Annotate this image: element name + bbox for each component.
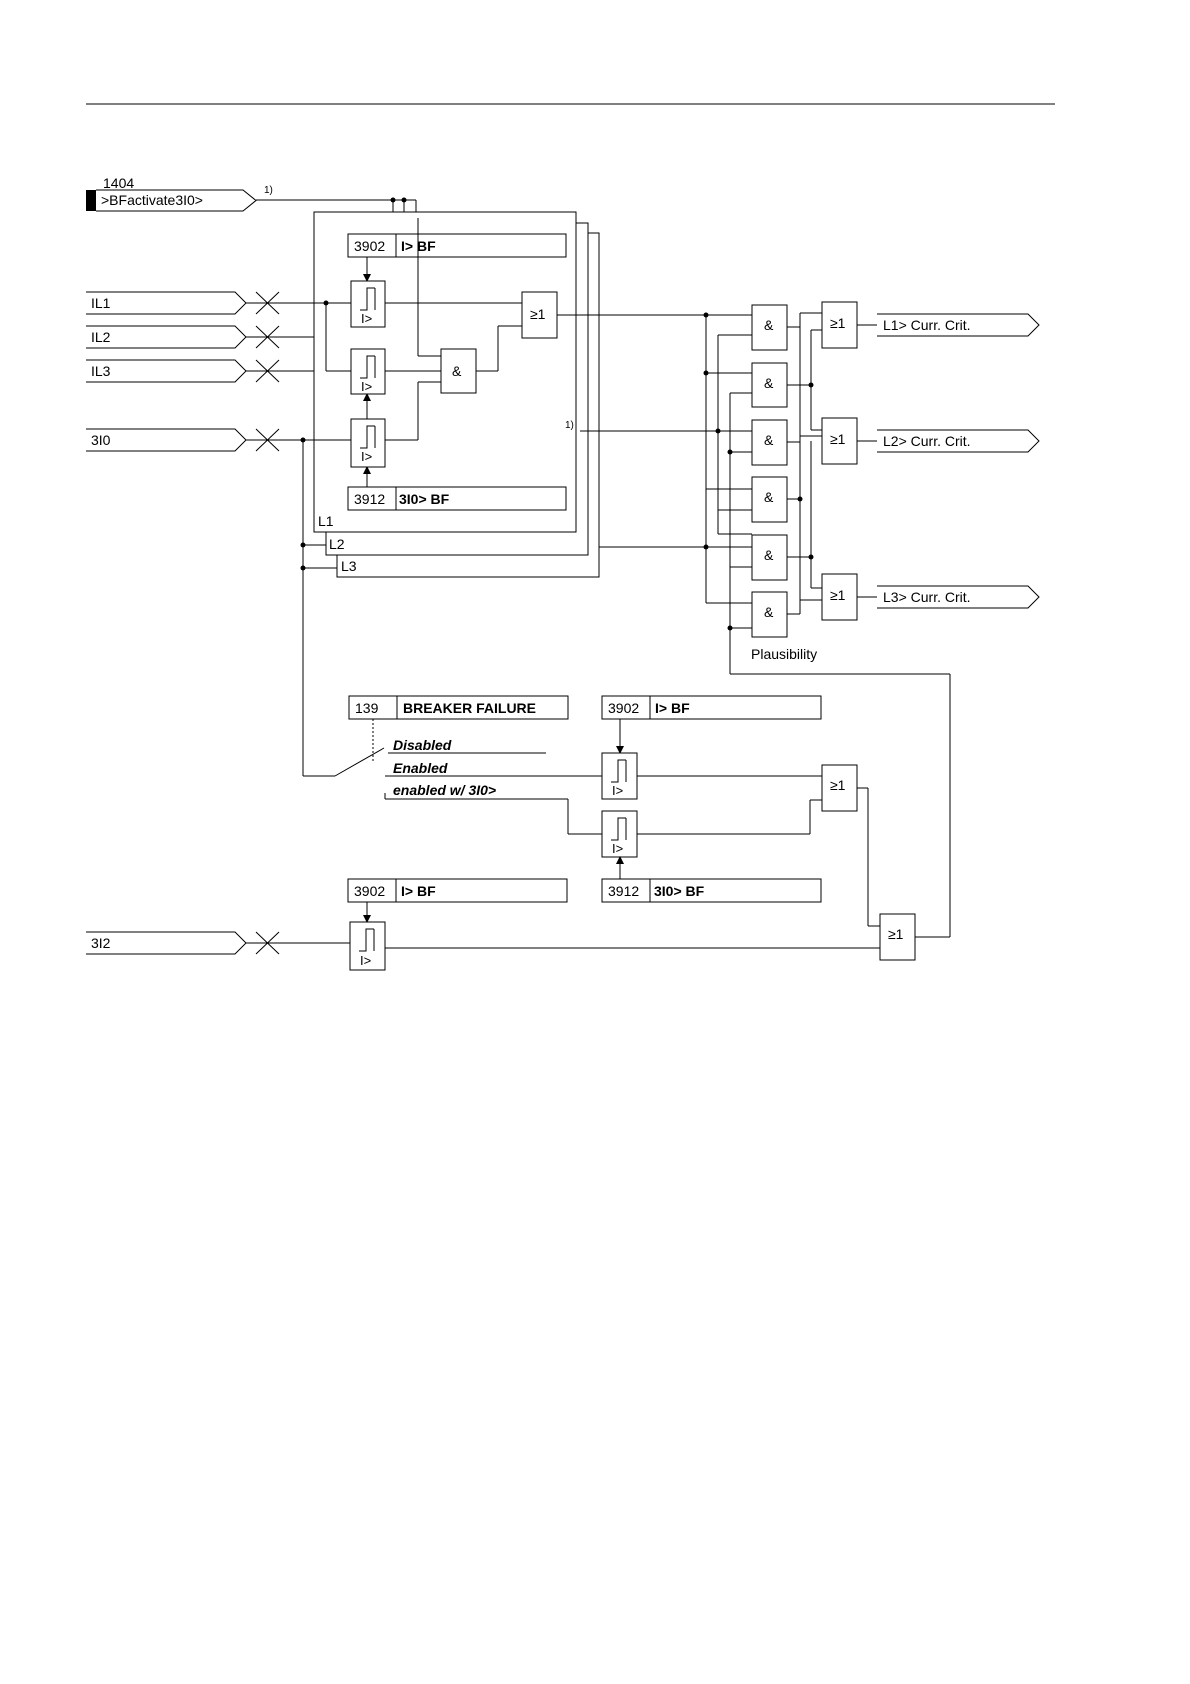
and-gate-plausibility: & [752,420,787,465]
svg-text:139: 139 [355,700,379,716]
param-i-bf-lower: 3902 I> BF [348,879,567,902]
svg-text:≥1: ≥1 [830,431,846,447]
and-gate-plausibility: & [752,305,787,350]
plausibility-label: Plausibility [751,646,817,662]
phase-label-l1: L1 [318,513,334,529]
output-l1-curr-crit: L1> Curr. Crit. [877,314,1039,336]
svg-text:3902: 3902 [354,238,385,254]
svg-text:3I0> BF: 3I0> BF [654,883,705,899]
svg-text:IL3: IL3 [91,363,111,379]
svg-text:&: & [764,375,774,391]
and-gate-3i0: & [441,349,476,393]
svg-text:&: & [452,363,462,379]
svg-text:≥1: ≥1 [830,315,846,331]
svg-text:3902: 3902 [608,700,639,716]
svg-text:≥1: ≥1 [530,306,546,322]
svg-text:I>: I> [360,953,371,968]
switch-option-enabled-w-3i0: enabled w/ 3I0> [393,782,496,798]
svg-text:I> BF: I> BF [655,700,690,716]
svg-text:3912: 3912 [354,491,385,507]
svg-text:≥1: ≥1 [830,587,846,603]
svg-text:3I2: 3I2 [91,935,111,951]
svg-text:I> BF: I> BF [401,883,436,899]
input-il2: IL2 [86,326,314,348]
param-i-bf-mid: 3902 I> BF [602,696,821,719]
param-i0-bf-lower: 3912 3I0> BF [602,879,821,902]
svg-text:&: & [764,604,774,620]
input-il1: IL1 [86,292,351,314]
svg-text:I> BF: I> BF [401,238,436,254]
phase-label-l2: L2 [329,536,345,552]
svg-text:3912: 3912 [608,883,639,899]
svg-text:L1> Curr. Crit.: L1> Curr. Crit. [883,317,971,333]
or-gate-l3: ≥1 [822,574,857,620]
param-i0-bf-top: 3912 3I0> BF [348,487,566,510]
svg-text:&: & [764,432,774,448]
svg-text:I>: I> [361,379,372,394]
svg-text:I>: I> [612,783,623,798]
output-l3-curr-crit: L3> Curr. Crit. [877,586,1039,608]
svg-text:IL2: IL2 [91,329,111,345]
input-il3: IL3 [86,360,314,382]
svg-text:3I0: 3I0 [91,432,111,448]
binary-input-number: 1404 [103,175,134,191]
or-gate-phase: ≥1 [522,292,557,338]
svg-text:IL1: IL1 [91,295,111,311]
svg-text:BREAKER FAILURE: BREAKER FAILURE [403,700,536,716]
phase-label-l3: L3 [341,558,357,574]
input-3i2: 3I2 [86,932,351,954]
and-gate-plausibility: & [752,535,787,580]
switch-option-enabled: Enabled [393,760,448,776]
svg-text:≥1: ≥1 [830,777,846,793]
or-gate-enable: ≥1 [822,765,857,811]
svg-text:L3> Curr. Crit.: L3> Curr. Crit. [883,589,971,605]
svg-text:≥1: ≥1 [888,926,904,942]
threshold-block-enabled: I> [602,753,637,799]
or-gate-final: ≥1 [880,914,915,960]
threshold-block-phase: I> [351,281,385,327]
and-gate-plausibility: & [752,592,787,637]
switch-option-disabled: Disabled [393,737,452,753]
or-gate-l2: ≥1 [822,418,857,464]
switch-options: Disabled Enabled enabled w/ 3I0> [385,737,602,799]
threshold-block-3i0-lower: I> [602,811,637,857]
svg-text:3I0> BF: 3I0> BF [399,491,450,507]
svg-text:3902: 3902 [354,883,385,899]
note-1-marker: 1) [565,420,574,431]
svg-text:&: & [764,317,774,333]
and-gate-plausibility: & [752,363,787,407]
svg-text:&: & [764,547,774,563]
param-i-bf-top: 3902 I> BF [348,234,566,257]
svg-text:I>: I> [361,449,372,464]
and-gate-plausibility: & [752,477,787,522]
svg-text:I>: I> [361,311,372,326]
svg-text:L2> Curr. Crit.: L2> Curr. Crit. [883,433,971,449]
or-gate-l1: ≥1 [822,302,857,348]
param-breaker-failure: 139 BREAKER FAILURE [349,696,568,719]
threshold-block-3i2: I> [350,922,385,970]
threshold-block-phase: I> [351,349,385,394]
input-3i0: 3I0 [86,429,351,451]
svg-text:&: & [764,489,774,505]
threshold-block-3i0: I> [351,419,385,467]
binary-input-name: >BFactivate3I0> [101,192,203,208]
note-1-marker: 1) [264,185,273,196]
output-l2-curr-crit: L2> Curr. Crit. [877,430,1039,452]
svg-text:I>: I> [612,841,623,856]
